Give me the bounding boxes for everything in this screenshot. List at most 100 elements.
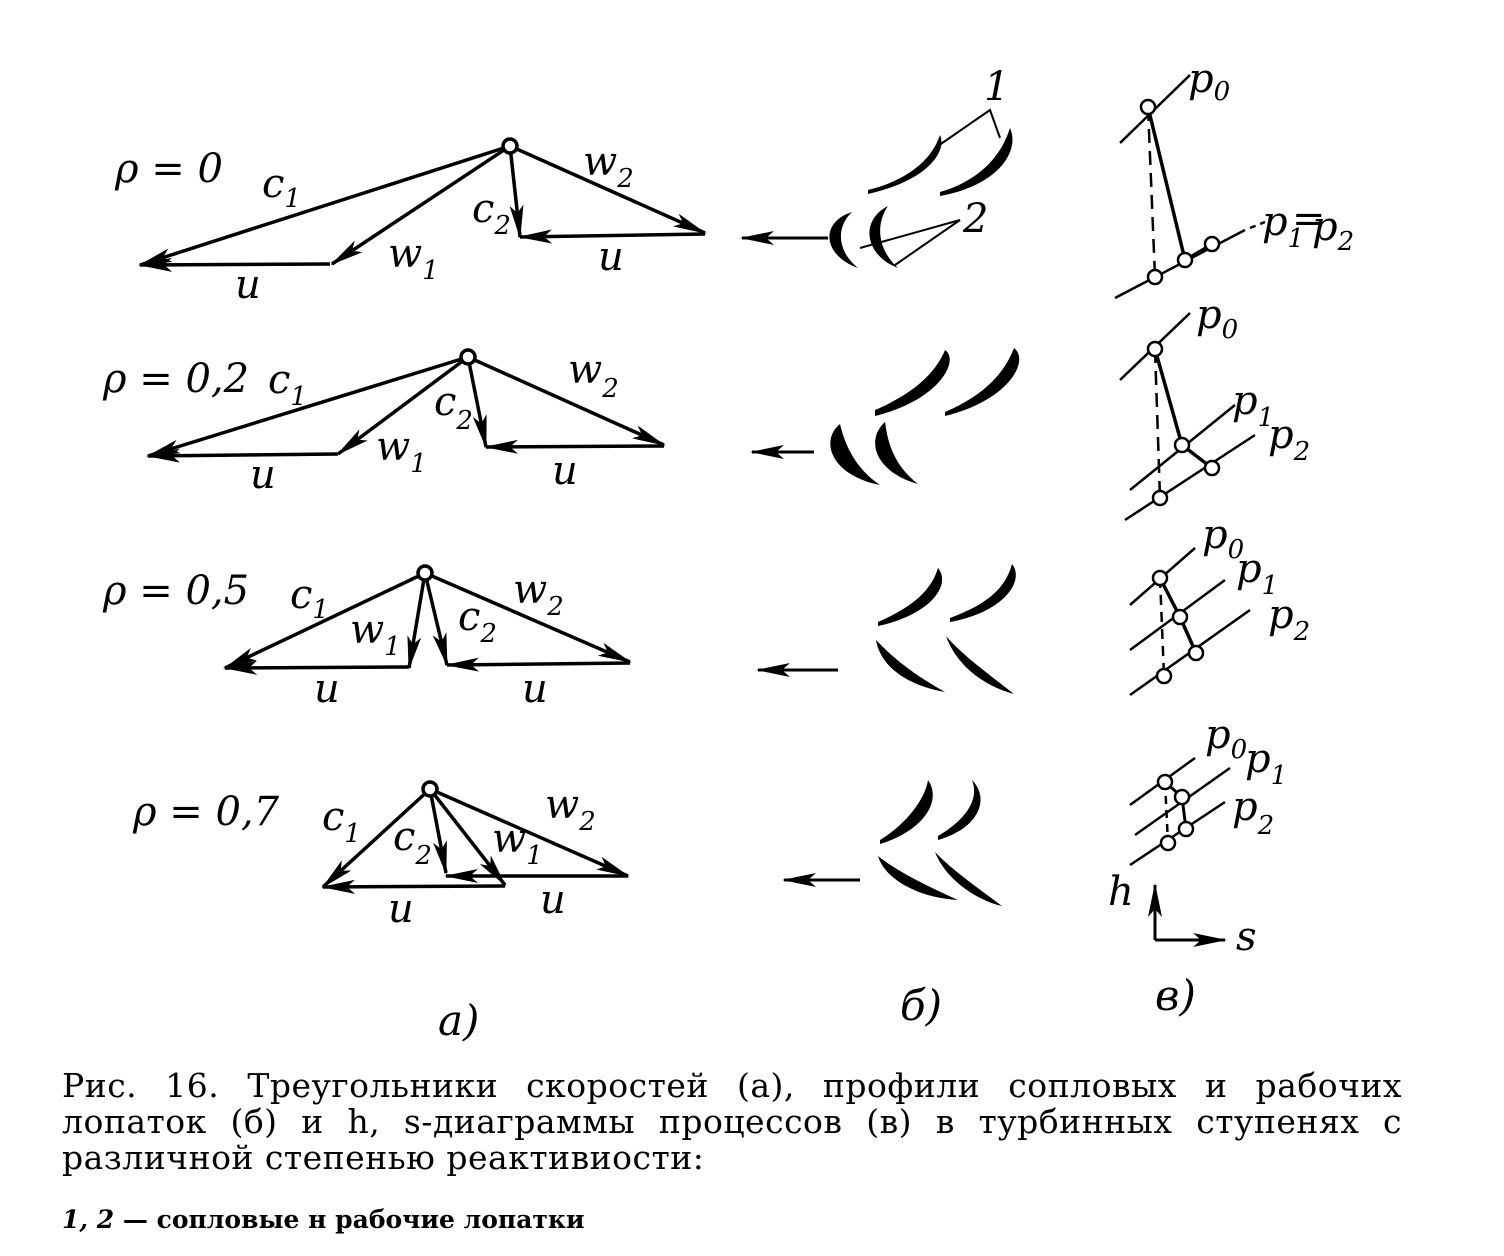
rho-label: ρ = 0 — [114, 146, 223, 192]
rho-label: ρ = 0,2 — [102, 356, 249, 402]
svg-text:w2: w2 — [513, 567, 564, 622]
caption-text: Треугольники скоростей (а), профили сопл… — [62, 1066, 1402, 1177]
rotor-blade-label: 2 — [962, 196, 988, 242]
vector-labels-row-2: c1 w1 c2 w2 u u — [250, 347, 619, 498]
svg-text:c1: c1 — [268, 357, 307, 412]
u-vector — [518, 229, 706, 244]
w2-label: w — [583, 139, 617, 185]
figure-caption: Рис. 16. Треугольники скоростей (а), про… — [62, 1068, 1402, 1176]
caption-note: 1, 2 — сопловые н рабочие лопатки — [62, 1205, 1402, 1234]
svg-text:c2: c2 — [434, 379, 473, 436]
svg-text:c2: c2 — [393, 814, 432, 871]
rotor-blade — [946, 636, 1014, 694]
p1-label: p — [1262, 199, 1288, 245]
w2-vector — [424, 571, 632, 664]
w1-vector — [407, 572, 427, 670]
u-label: u — [598, 234, 624, 280]
w2-label: w — [545, 782, 579, 828]
nozzle-blade — [878, 568, 943, 626]
svg-text:p2: p2 — [1312, 204, 1354, 257]
u-label: u — [235, 262, 261, 308]
w1-vector — [330, 144, 511, 266]
label-leader-2 — [859, 219, 961, 266]
triangle-row-4 — [321, 780, 630, 894]
p2-label: p — [1268, 592, 1294, 638]
blade-profiles: 1 2 — [740, 64, 1020, 906]
s-axis-label: s — [1236, 914, 1257, 960]
rotor-blade — [830, 424, 880, 485]
triangle-row-3 — [223, 564, 632, 675]
u-vector — [146, 448, 339, 463]
w2-label: w — [513, 567, 547, 613]
u-vector — [484, 439, 665, 454]
panel-label-a: a) — [438, 996, 479, 1045]
equals-sign: = — [1292, 196, 1326, 242]
hs-diagram-row-4 — [1129, 756, 1231, 867]
label-leader-1 — [934, 108, 1001, 149]
svg-text:c1: c1 — [322, 794, 361, 849]
rotor-blade — [876, 640, 945, 692]
p0-label: p — [1202, 512, 1228, 558]
w2-label: w — [568, 347, 602, 393]
w2-vector — [429, 787, 630, 878]
u-label: u — [552, 448, 578, 494]
p2-label: p — [1232, 784, 1258, 830]
c1-vector — [146, 355, 469, 458]
u-label: u — [540, 877, 566, 923]
c2-vector — [508, 145, 524, 239]
hs-diagram-row-3 — [1129, 547, 1251, 697]
svg-text:p1: p1 — [1262, 199, 1304, 254]
c1-vector — [138, 144, 511, 267]
apex-node — [501, 137, 519, 155]
figure-number: Рис. 16. — [62, 1066, 220, 1105]
c1-vector — [223, 571, 426, 670]
c1-label: c — [322, 794, 344, 840]
rotor-blade — [875, 422, 918, 484]
p2-label: p — [1268, 412, 1294, 458]
c2-label: c — [458, 594, 480, 640]
c2-label: c — [434, 379, 456, 425]
nozzle-blade-label: 1 — [984, 64, 1009, 110]
c2-label: c — [393, 814, 415, 860]
p1-label: p — [1232, 378, 1258, 424]
svg-text:p0: p0 — [1202, 512, 1244, 565]
c1-label: c — [268, 357, 290, 403]
svg-text:c2: c2 — [472, 186, 511, 241]
c2-vector — [423, 572, 449, 667]
expansion-line — [1153, 348, 1184, 446]
u-vector — [223, 660, 409, 675]
w1-vector — [428, 787, 507, 887]
nozzle-blade — [940, 128, 1013, 196]
nozzle-blade — [938, 780, 981, 840]
note-text: — сопловые н рабочие лопатки — [114, 1205, 585, 1234]
vector-labels-row-3: c1 w1 c2 w2 u u — [290, 567, 564, 712]
apex-node — [421, 780, 439, 798]
p0-label: p — [1188, 56, 1214, 102]
svg-text:c2: c2 — [458, 594, 497, 649]
p0-label: p — [1205, 712, 1231, 758]
svg-text:c1: c1 — [262, 161, 301, 214]
note-numbers: 1, 2 — [62, 1205, 115, 1234]
svg-text:c1: c1 — [290, 572, 329, 625]
hs-diagram-row-2 — [1119, 312, 1256, 522]
triangle-row-2 — [146, 348, 666, 463]
c1-vector — [321, 787, 432, 889]
hs-axes — [1148, 883, 1227, 947]
svg-text:w1: w1 — [350, 607, 401, 662]
svg-text:p2: p2 — [1268, 412, 1310, 467]
svg-text:p1: p1 — [1245, 736, 1287, 791]
apex-node — [459, 348, 477, 366]
svg-text:p2: p2 — [1232, 784, 1274, 841]
svg-text:p2: p2 — [1268, 592, 1310, 647]
c1-label: c — [262, 161, 284, 207]
vector-labels-row-4: c1 c2 w1 w2 u u — [322, 782, 596, 932]
c2-vector — [466, 356, 488, 449]
hs-diagram-row-1 — [1114, 74, 1266, 300]
w2-vector — [467, 355, 666, 447]
nozzle-blade — [945, 348, 1020, 416]
w1-label: w — [492, 816, 526, 862]
apex-node — [416, 564, 434, 582]
rotor-blade — [878, 856, 958, 900]
panel-label-b: б) — [900, 981, 942, 1030]
isobar-p2 — [1124, 433, 1256, 522]
